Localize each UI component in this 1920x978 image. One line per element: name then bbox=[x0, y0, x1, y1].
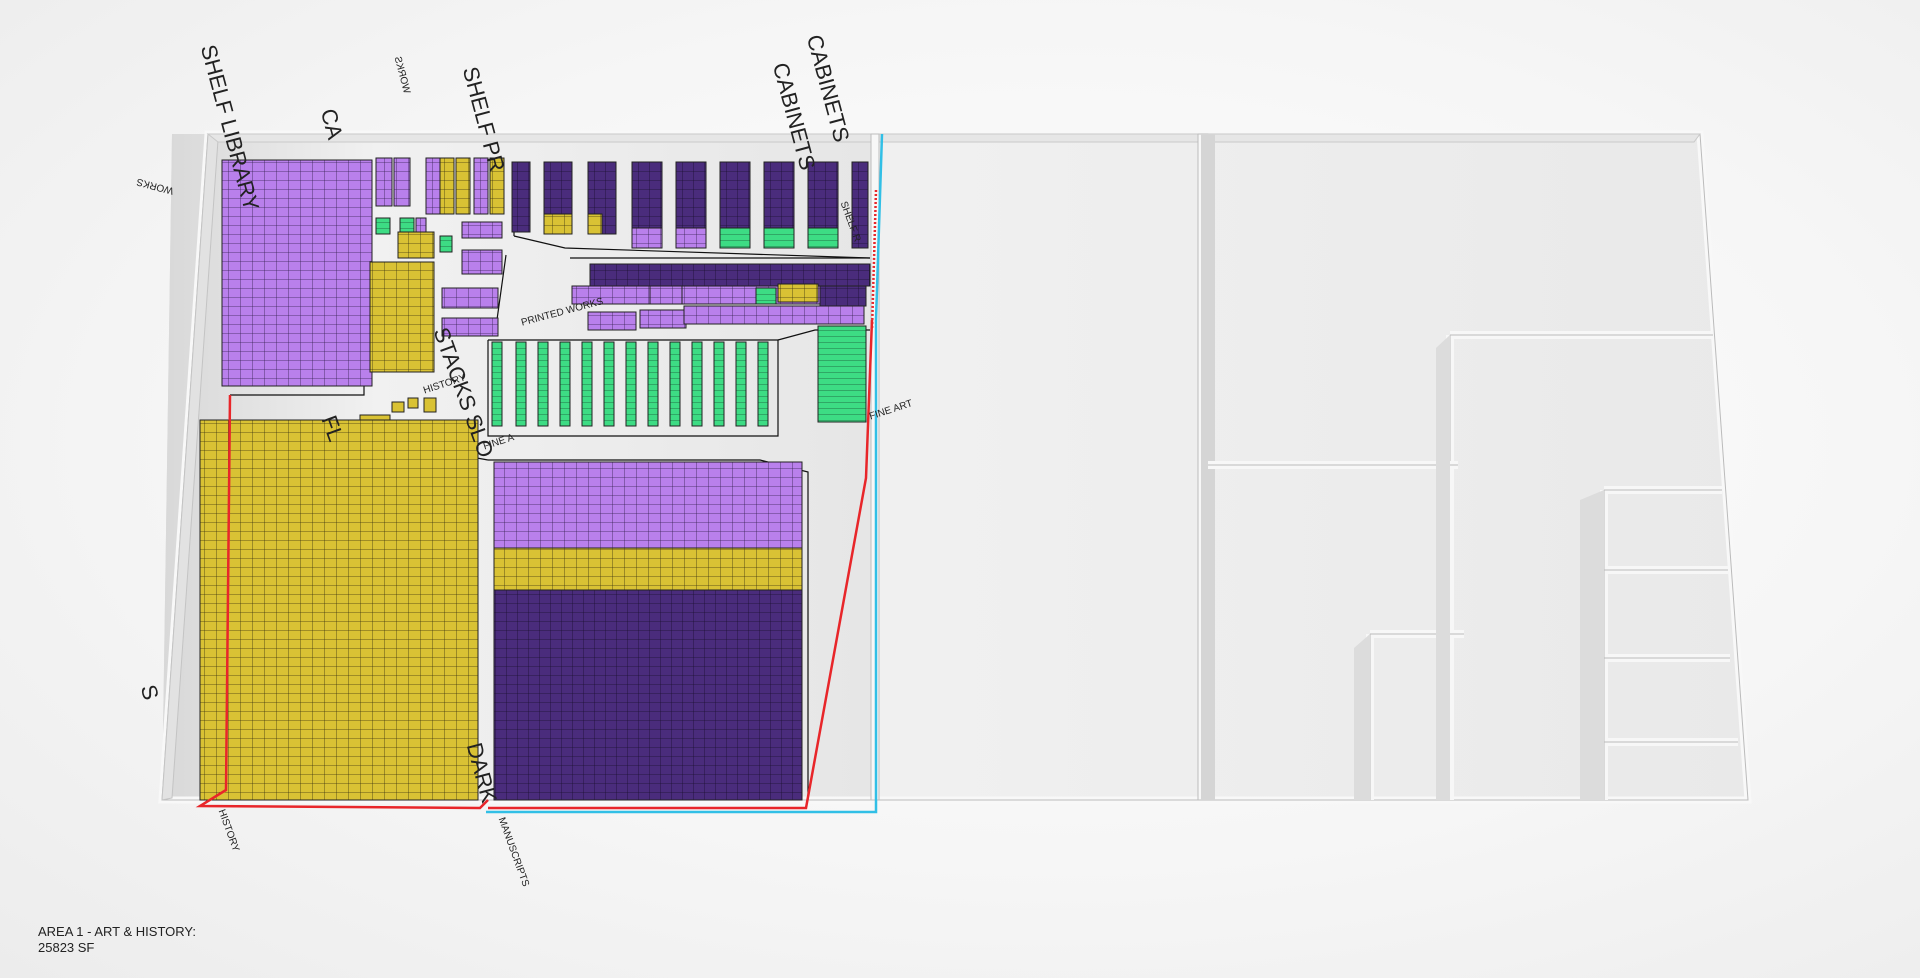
storage-blocks bbox=[199, 157, 871, 801]
caption-area-size: 25823 SF bbox=[38, 940, 95, 955]
area-outlines bbox=[195, 133, 884, 814]
caption-area-title: AREA 1 - ART & HISTORY: bbox=[38, 924, 196, 939]
area-caption: AREA 1 - ART & HISTORY: 25823 SF bbox=[38, 924, 196, 956]
